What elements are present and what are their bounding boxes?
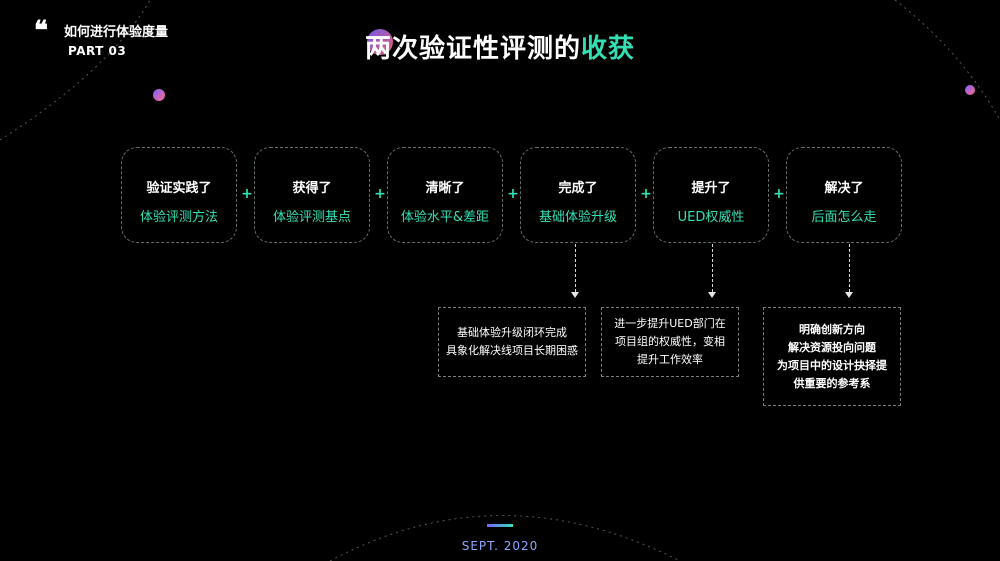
- plus-icon: +: [374, 186, 386, 202]
- card-improve: 提升了 UED权威性: [653, 147, 769, 243]
- note-line: 供重要的参考系: [793, 376, 871, 390]
- section-title: 如何进行体验度量: [64, 25, 169, 40]
- arrow-down-icon: [708, 292, 716, 298]
- card-sub: 基础体验升级: [538, 210, 617, 225]
- card-sub: 体验评测基点: [272, 210, 351, 225]
- note-line: 为项目中的设计抉择提: [777, 358, 887, 372]
- note-line: 提升工作效率: [636, 353, 703, 366]
- connector-line: [575, 244, 576, 292]
- plus-icon: +: [241, 186, 253, 202]
- note-complete: 基础体验升级闭环完成 具象化解决线项目长期困惑: [438, 307, 586, 377]
- page-title: 两次验证性评测的收获: [0, 28, 1000, 65]
- card-head: 验证实践了: [146, 181, 212, 196]
- card-clarify: 清晰了 体验水平&差距: [387, 147, 503, 243]
- orb-left: [153, 89, 165, 101]
- card-complete: 完成了 基础体验升级: [520, 147, 636, 243]
- footer-date: SEPT. 2020: [461, 539, 539, 553]
- note-solve: 明确创新方向 解决资源投向问题 为项目中的设计抉择提 供重要的参考系: [763, 307, 901, 406]
- footer-accent-bar: [487, 524, 513, 527]
- card-sub: 体验评测方法: [139, 210, 218, 225]
- note-line: 基础体验升级闭环完成: [457, 326, 567, 339]
- connector-line: [712, 244, 713, 292]
- note-line: 明确创新方向: [799, 322, 865, 336]
- note-line: 具象化解决线项目长期困惑: [446, 344, 578, 357]
- card-gain: 获得了 体验评测基点: [254, 147, 370, 243]
- card-solve: 解决了 后面怎么走: [786, 147, 902, 243]
- connector-line: [849, 244, 850, 292]
- arrow-down-icon: [571, 292, 579, 298]
- card-head: 提升了: [691, 181, 731, 196]
- card-head: 获得了: [292, 181, 332, 196]
- plus-icon: +: [507, 186, 519, 202]
- card-head: 完成了: [558, 181, 598, 196]
- note-line: 进一步提升UED部门在: [614, 317, 726, 330]
- card-sub: 后面怎么走: [811, 210, 877, 225]
- page-title-accent: 收获: [581, 34, 636, 64]
- note-improve: 进一步提升UED部门在 项目组的权威性，变相 提升工作效率: [601, 307, 739, 377]
- orb-right: [965, 85, 975, 95]
- note-line: 解决资源投向问题: [788, 340, 876, 354]
- plus-icon: +: [640, 186, 652, 202]
- note-line: 项目组的权威性，变相: [614, 335, 725, 348]
- quote-icon: ❝: [34, 16, 48, 46]
- page-title-main: 两次验证性评测的: [364, 34, 581, 64]
- card-head: 解决了: [824, 181, 864, 196]
- card-sub: UED权威性: [677, 210, 745, 225]
- card-verify: 验证实践了 体验评测方法: [121, 147, 237, 243]
- card-sub: 体验水平&差距: [400, 210, 490, 225]
- plus-icon: +: [773, 186, 785, 202]
- arrow-down-icon: [845, 292, 853, 298]
- part-label: PART 03: [68, 44, 127, 58]
- card-head: 清晰了: [425, 181, 465, 196]
